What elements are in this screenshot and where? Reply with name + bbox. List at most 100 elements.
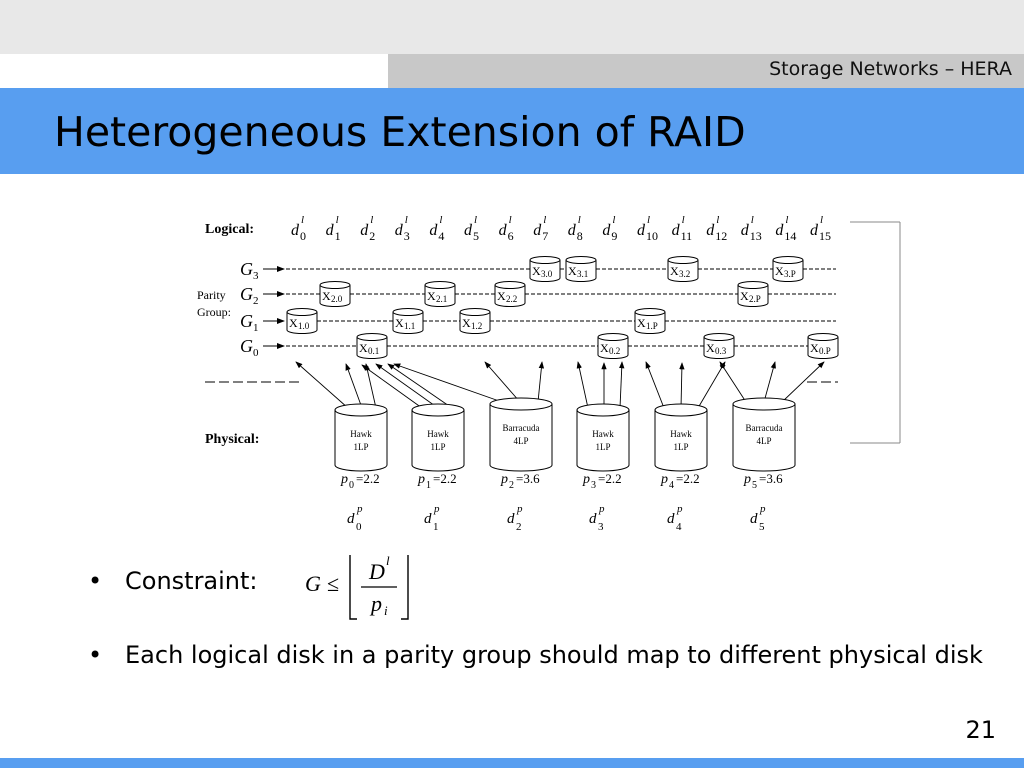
logical-disk-sup: l (751, 214, 754, 226)
parity-disk-bottom (667, 277, 699, 282)
logical-disk-index: 8 (577, 229, 583, 243)
parity-disk-label: 2.2 (506, 294, 517, 304)
physical-disk-fill (490, 404, 552, 465)
logical-disk: dl8 (568, 214, 583, 243)
parity-disk-fill (598, 337, 628, 355)
parity-disk-label: 1.0 (298, 321, 310, 331)
parity-disk-x: X (427, 289, 436, 303)
parity-disk-bottom (356, 354, 388, 359)
physical-index: 4 (676, 521, 682, 533)
weight-value: =2.2 (676, 471, 700, 486)
parity-disk-x: X (497, 289, 506, 303)
mapping-arrow (537, 361, 545, 403)
weight-value: =3.6 (759, 471, 783, 486)
logical-disk-d: d (464, 222, 473, 239)
logical-disk-index: 11 (681, 229, 693, 243)
logical-disk: dl3 (395, 214, 410, 243)
parity-disk-top (392, 308, 424, 316)
physical-disk-bottom (654, 464, 708, 472)
mapping-arrow (763, 361, 776, 403)
parity-label: Parity (197, 288, 226, 302)
mapping-arrow (364, 363, 377, 409)
physical-disk-top (334, 403, 388, 417)
mapping-arrow (387, 363, 453, 409)
parity-disk-top (286, 308, 318, 316)
parity-disk-x: X (775, 264, 784, 278)
parity-disk-fill (287, 312, 317, 330)
group-index: 3 (253, 270, 259, 282)
logical-disk-d: d (533, 222, 542, 239)
physical-disk-bottom (411, 464, 465, 472)
parity-disk-bottom (286, 329, 318, 334)
physical-disk-fill (412, 410, 464, 465)
mapping-arrow (697, 361, 726, 409)
logical-disk-d: d (810, 222, 819, 239)
logical-disk: dl9 (602, 214, 617, 243)
parity-disk-label: 2.P (749, 294, 761, 304)
logical-disk-sup: l (682, 214, 685, 226)
parity-disk-fill (738, 285, 768, 303)
parity-disk-bottom (494, 302, 526, 307)
physical-index: 2 (516, 521, 522, 533)
floor-left (349, 555, 357, 620)
parity-disk-label: 2.1 (436, 294, 447, 304)
parity-disk-x: X (462, 316, 471, 330)
physical-disk-top (654, 403, 708, 417)
weight-p: p (660, 472, 668, 487)
logical-disk-d: d (326, 222, 335, 239)
physical-disk-lp: 1LP (595, 442, 610, 452)
parity-disk-bottom (807, 354, 839, 359)
weight-index: 4 (669, 480, 674, 491)
parity-disk-fill (357, 337, 387, 355)
parity-disk-x: X (532, 264, 541, 278)
logical-label: Logical: (205, 222, 254, 237)
logical-disk: dl6 (499, 214, 514, 243)
physical-disk-name: Hawk (350, 429, 372, 439)
physical-disk-name: Barracuda (503, 423, 540, 433)
physical-disk-lp: 1LP (353, 442, 368, 452)
diagram-frame (850, 221, 901, 444)
logical-disk-d: d (568, 222, 577, 239)
physical-sup: p (759, 503, 766, 515)
title-band: Heterogeneous Extension of RAID (0, 88, 1024, 174)
parity-disk-x: X (740, 289, 749, 303)
logical-disk: dl1 (326, 214, 341, 243)
physical-disk-name: Barracuda (746, 423, 783, 433)
parity-disk-label: 3.2 (679, 269, 690, 279)
mapping-arrow (375, 363, 439, 409)
parity-disk-label: 1.P (646, 321, 658, 331)
mapping-arrow (361, 364, 423, 409)
formula-i: i (384, 603, 388, 618)
group-index: 1 (253, 322, 259, 334)
parity-disk-label: 0.3 (715, 346, 727, 356)
slide-title: Heterogeneous Extension of RAID (54, 108, 746, 156)
logical-disk-index: 7 (542, 229, 548, 243)
physical-disk-bottom (732, 464, 796, 472)
group-index: 2 (253, 295, 259, 307)
logical-disk-d: d (429, 222, 438, 239)
logical-disk: dl0 (291, 214, 306, 243)
physical-label: Physical: (205, 432, 259, 447)
physical-sup: p (356, 503, 363, 515)
mapping-arrow (345, 363, 363, 409)
parity-disk-top (703, 333, 735, 341)
parity-disk-top (424, 281, 456, 289)
logical-disk-sup: l (474, 214, 477, 226)
logical-disk-sup: l (612, 214, 615, 226)
weight-index: 0 (349, 480, 354, 491)
parity-disk-bottom (459, 329, 491, 334)
parity-disk-fill (668, 260, 698, 278)
